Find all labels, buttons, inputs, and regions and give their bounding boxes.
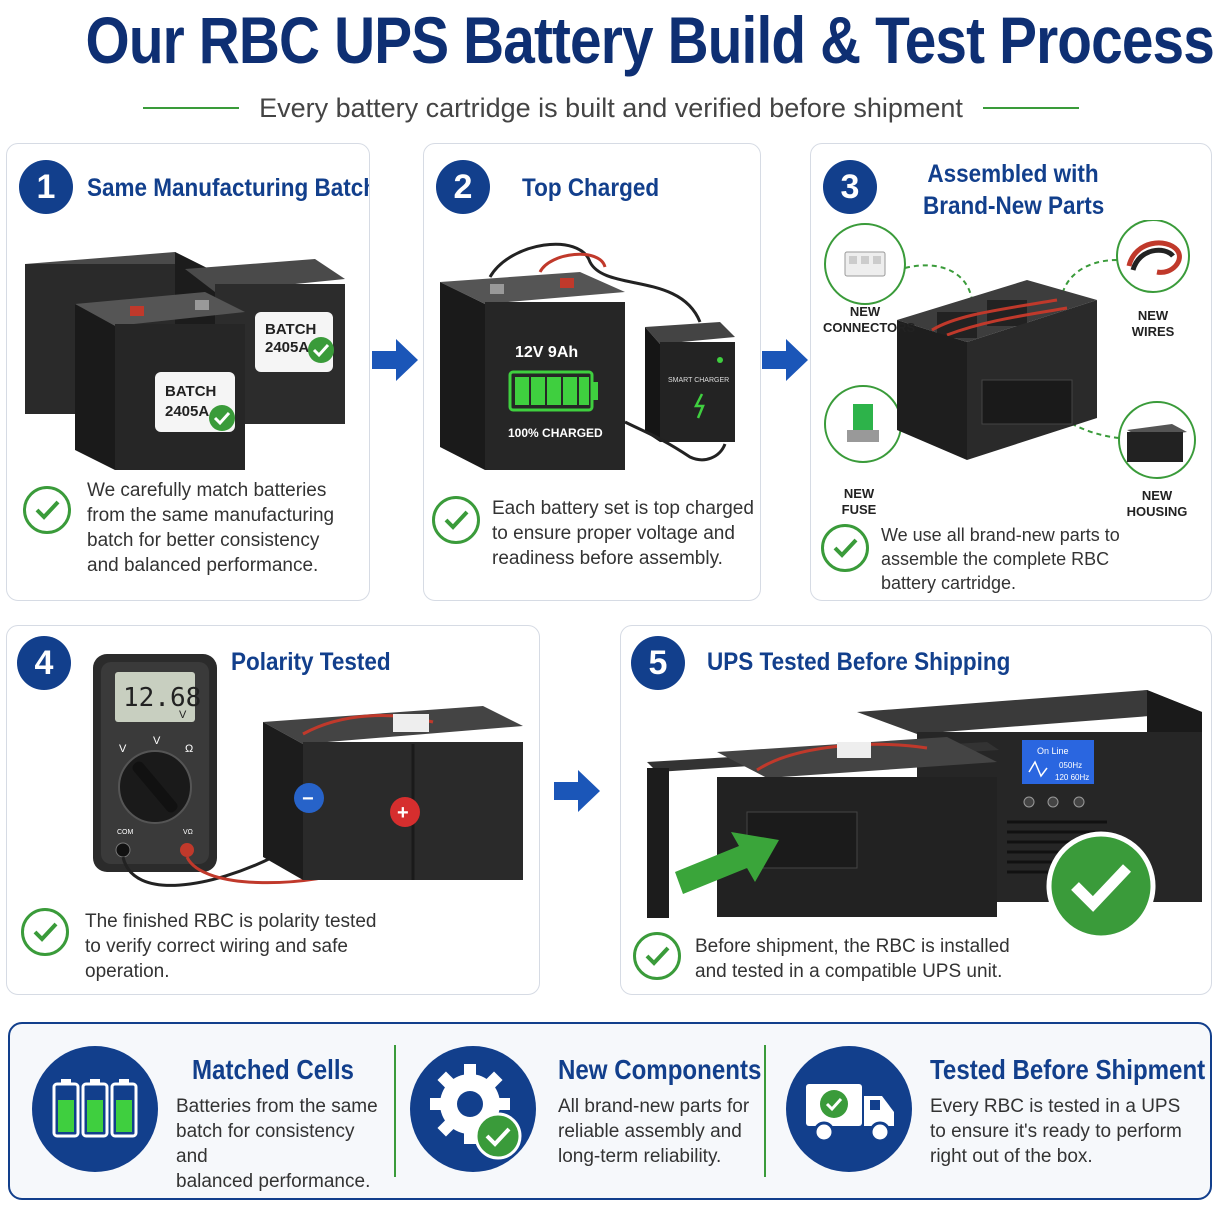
page-title: Our RBC UPS Battery Build & Test Process (85, 3, 1215, 77)
charger-label: SMART CHARGER (668, 377, 729, 384)
step-card-5: 5 UPS Tested Before Shipping On Line 050… (620, 625, 1212, 995)
battery-cells-icon (32, 1046, 158, 1172)
meter-unit: V (179, 709, 187, 721)
feature-divider (394, 1045, 396, 1177)
svg-text:120 60Hz: 120 60Hz (1055, 773, 1089, 782)
step-description: Each battery set is top charged to ensur… (492, 498, 754, 569)
battery-front: BATCH 2405A (75, 292, 245, 470)
gear-check-icon (410, 1046, 536, 1172)
svg-text:V: V (153, 735, 161, 747)
step-number-badge: 4 (17, 636, 71, 690)
svg-text:Ω: Ω (185, 743, 193, 755)
check-icon (633, 932, 681, 980)
feature-description: Batteries from the same batch for consis… (176, 1096, 378, 1192)
step-number-badge: 3 (823, 160, 877, 214)
charging-illustration: 12V 9Ah 100% CHARGED SMART CHARGER (440, 242, 735, 470)
check-icon (23, 486, 71, 534)
battery-batch-illustration: BATCH 2405A BATCH 2405A (25, 252, 345, 470)
subtitle-row: Every battery cartridge is built and ver… (0, 90, 1222, 126)
smart-charger: SMART CHARGER (645, 322, 735, 442)
delivery-truck-icon (786, 1046, 912, 1172)
batch-label: BATCH (165, 383, 216, 400)
ups-screen (1022, 740, 1094, 784)
svg-text:050Hz: 050Hz (1059, 761, 1082, 770)
svg-text:+: + (397, 802, 409, 824)
feature-panel (8, 1022, 1212, 1200)
step-card-3: 3 Assembled with Brand-New Parts (810, 143, 1212, 601)
page-subtitle: Every battery cartridge is built and ver… (259, 92, 963, 123)
feature-title: New Components (558, 1054, 762, 1085)
arrow-right-icon (554, 770, 600, 812)
step-number-badge: 1 (19, 160, 73, 214)
polarity-test-illustration: 12.68 V V V Ω COM VΩ − + (93, 654, 523, 887)
batch-code: 2405A (165, 403, 209, 420)
charge-status: 100% CHARGED (508, 426, 603, 440)
feature-title: Matched Cells (192, 1054, 354, 1085)
svg-text:On Line: On Line (1037, 746, 1069, 756)
check-icon (21, 908, 69, 956)
insert-arrow-icon (675, 832, 779, 894)
assembly-illustration (824, 220, 1196, 479)
step-description: Before shipment, the RBC is installed an… (695, 936, 1010, 982)
check-icon (209, 405, 235, 431)
batch-label: BATCH (265, 321, 316, 338)
lightning-icon (693, 393, 705, 419)
subtitle-divider-right (982, 107, 1079, 109)
batch-code: 2405A (265, 339, 309, 356)
step-title: Assembled with Brand-New Parts (923, 160, 1105, 220)
subtitle-divider-left (143, 107, 240, 109)
ups-test-illustration: On Line 050Hz 120 60Hz (647, 690, 1202, 941)
step-card-2: 2 Top Charged 12V 9Ah 100% CHARGED SMART… (423, 143, 761, 601)
step-description: We carefully match batteries from the sa… (87, 480, 335, 576)
check-icon (821, 524, 869, 572)
arrow-right-icon (762, 339, 808, 381)
negative-terminal (294, 783, 324, 813)
positive-terminal (390, 797, 420, 827)
step-number-badge: 2 (436, 160, 490, 214)
check-icon (432, 496, 480, 544)
check-icon (1046, 831, 1156, 941)
feature-description: Every RBC is tested in a UPS to ensure i… (930, 1096, 1182, 1167)
step-card-1: 1 Same Manufacturing Batch BATCH 2405A B… (6, 143, 370, 601)
svg-text:VΩ: VΩ (183, 829, 193, 836)
arrow-right-icon (372, 339, 418, 381)
step-title: Same Manufacturing Batch (87, 174, 370, 202)
svg-text:−: − (302, 788, 314, 810)
step-description: The finished RBC is polarity tested to v… (85, 911, 377, 982)
step-number-badge: 5 (631, 636, 685, 690)
wire-icon (1116, 220, 1190, 293)
feature-title: Tested Before Shipment (930, 1054, 1206, 1085)
step-description: We use all brand-new parts to assemble t… (881, 525, 1120, 593)
step-title: UPS Tested Before Shipping (707, 648, 1011, 676)
step-title: Polarity Tested (231, 648, 391, 676)
battery-back-right: BATCH 2405A (185, 259, 345, 424)
svg-text:COM: COM (117, 829, 134, 836)
meter-reading: 12.68 (123, 683, 201, 713)
feature-description: All brand-new parts for reliable assembl… (558, 1096, 750, 1167)
svg-text:V: V (119, 743, 127, 755)
step-title: Top Charged (522, 174, 660, 202)
multimeter: 12.68 V V V Ω COM VΩ (93, 654, 217, 872)
battery-rating: 12V 9Ah (515, 344, 578, 361)
feature-divider (764, 1045, 766, 1177)
step-card-4: 4 Polarity Tested 12.68 V V V Ω COM VΩ (6, 625, 540, 995)
check-icon (308, 337, 334, 363)
